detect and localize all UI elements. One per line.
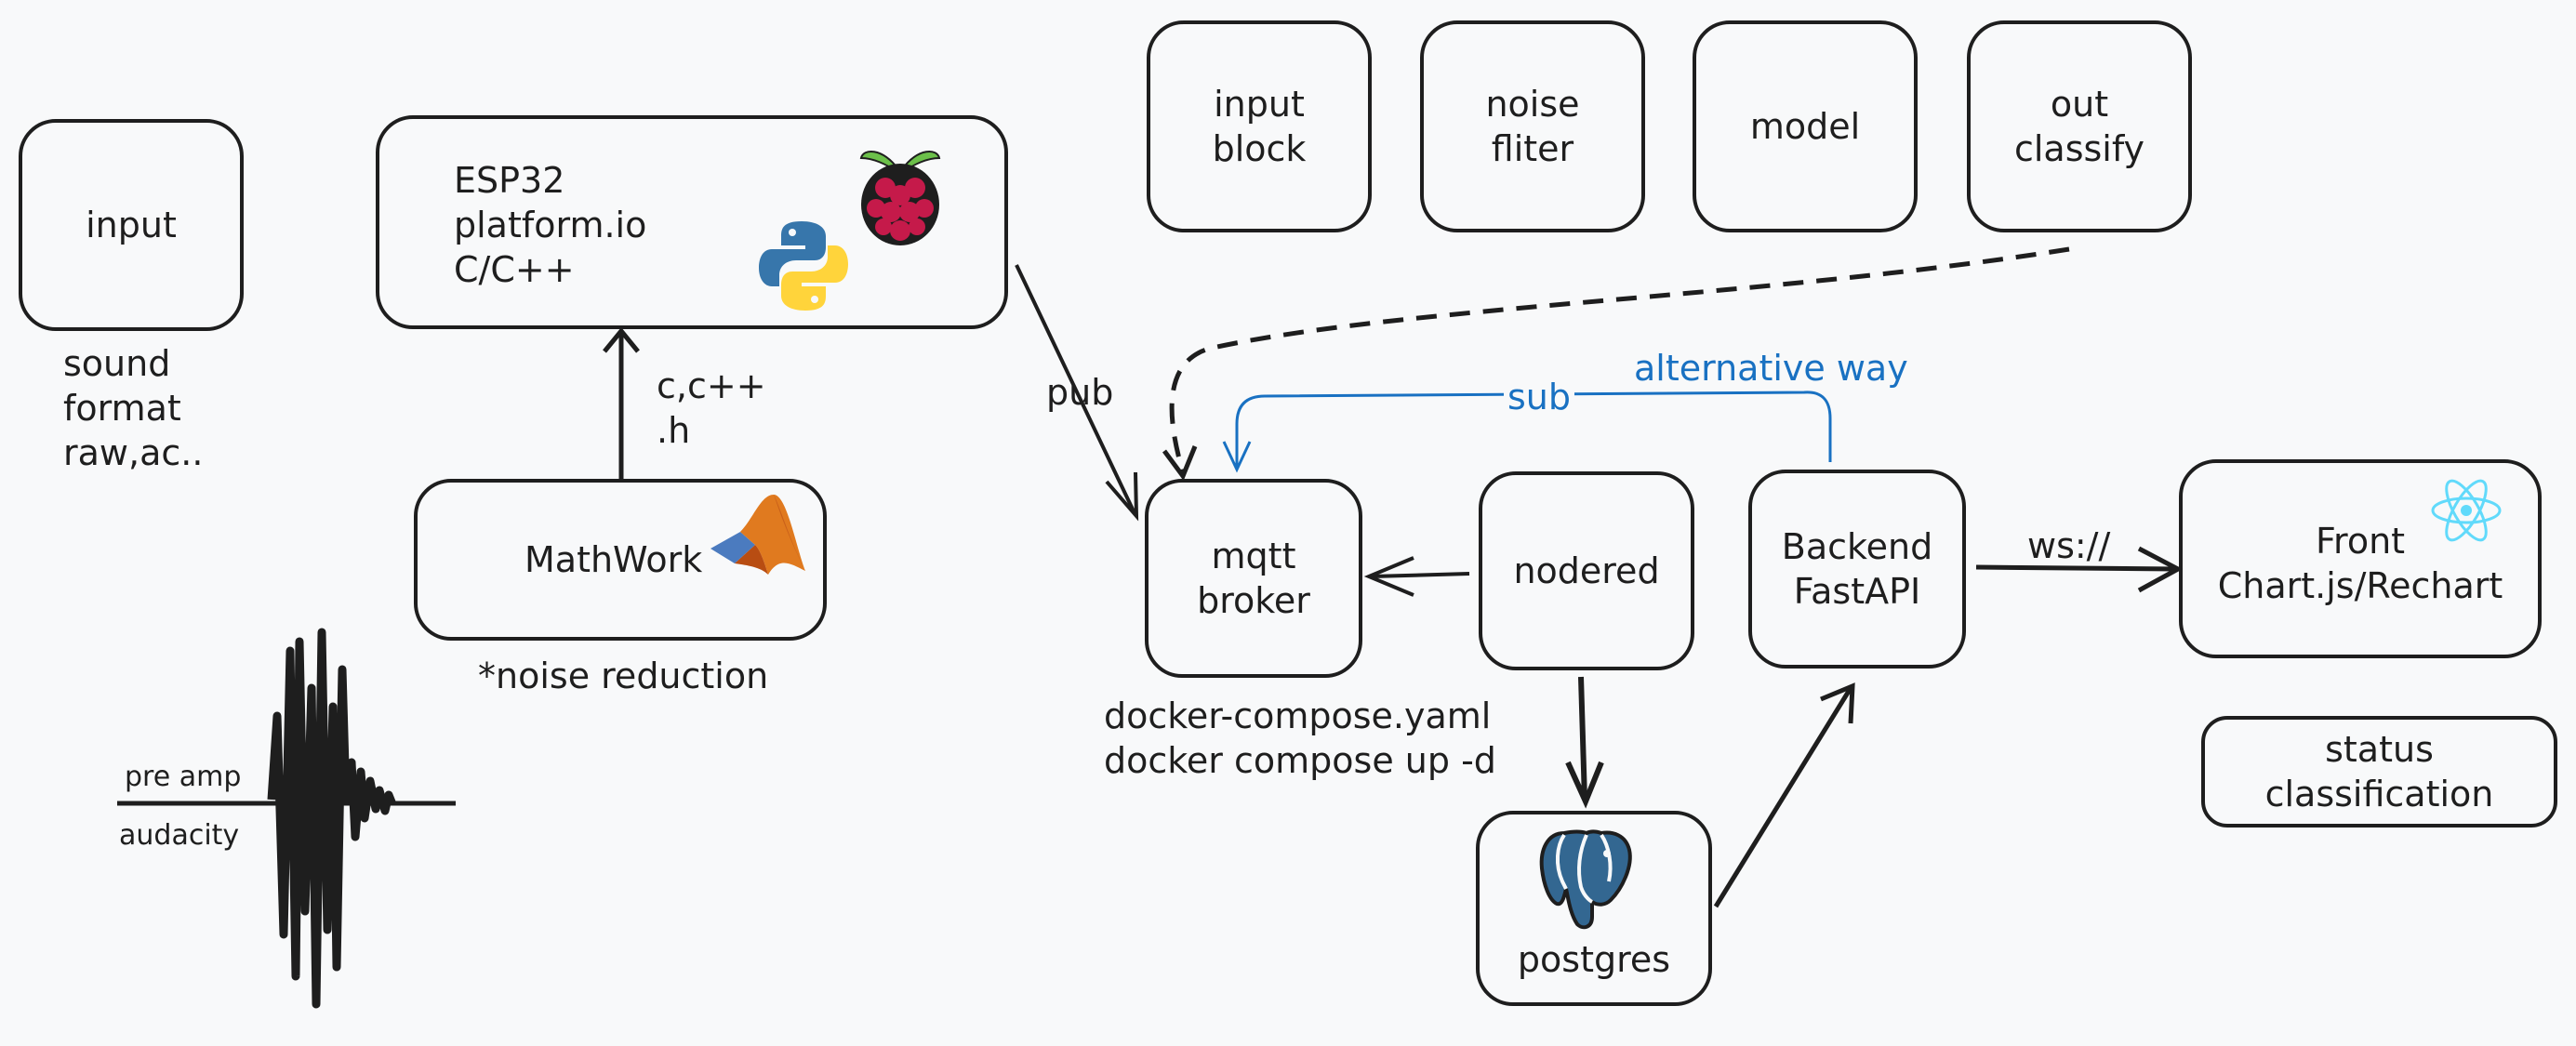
python-logo-icon: [759, 221, 848, 311]
pub-label: pub: [1046, 372, 1114, 413]
arrowhead-mqtt-nodered: [1363, 556, 1414, 597]
arrow-postgres-to-backend: [1713, 686, 1853, 908]
input-node-label: input: [86, 205, 177, 245]
mqtt-broker-node: mqtt broker: [1145, 479, 1362, 678]
nodered-node-label: nodered: [1513, 550, 1660, 591]
arrow-backend-to-front: [1975, 564, 2177, 572]
status-node: status classification: [2201, 716, 2557, 828]
arrow-esp32-to-mqtt: [1015, 264, 1136, 514]
dashed-arrow-classify-to-mqtt: [1169, 246, 2070, 473]
react-logo-icon: [2431, 479, 2502, 542]
nodered-node: nodered: [1479, 471, 1694, 670]
arrowhead-front: [2137, 546, 2184, 593]
input-block-node-label: input block: [1212, 84, 1307, 169]
c-cpp-h-label: c,c++ .h: [657, 365, 766, 451]
arrowhead-mqtt-dashed: [1162, 445, 1198, 482]
waveform-signal: [267, 628, 397, 1009]
blue-arrowhead-mqtt: [1222, 441, 1252, 473]
model-node-label: model: [1749, 106, 1861, 147]
postgres-node: postgres: [1476, 811, 1712, 1006]
front-node-label: Front Chart.js/Rechart: [2217, 521, 2503, 606]
ws-label: ws://: [2027, 525, 2111, 566]
alternative-way-label: alternative way: [1634, 348, 1908, 389]
model-node: model: [1693, 20, 1918, 232]
esp32-node: ESP32 platform.io C/C++: [376, 115, 1008, 329]
noise-filter-node-label: noise fliter: [1485, 84, 1580, 169]
arrow-nodered-to-mqtt: [1371, 572, 1470, 578]
backend-node: Backend FastAPI: [1748, 470, 1966, 669]
audacity-label: audacity: [119, 819, 240, 852]
mathwork-node-label: MathWork: [524, 539, 703, 580]
raspberry-pi-logo-icon: [859, 151, 941, 245]
sub-label: sub: [1504, 375, 1575, 419]
postgres-node-label: postgres: [1517, 939, 1671, 980]
esp32-node-label: ESP32 platform.io C/C++: [454, 160, 647, 290]
mathwork-node: MathWork: [414, 479, 827, 641]
arrowhead-esp32: [603, 327, 640, 353]
matlab-logo-icon: [710, 495, 805, 575]
status-node-label: status classification: [2264, 729, 2494, 814]
out-classify-node-label: out classify: [2013, 84, 2145, 169]
postgresql-elephant-icon: [1539, 829, 1632, 930]
input-node: input: [19, 119, 244, 331]
sound-format-label: sound format raw,ac..: [63, 343, 204, 473]
arrow-nodered-to-postgres: [1578, 676, 1587, 801]
noise-reduction-label: *noise reduction: [478, 655, 769, 696]
out-classify-node: out classify: [1967, 20, 2192, 232]
input-block-node: input block: [1147, 20, 1372, 232]
backend-node-label: Backend FastAPI: [1781, 526, 1933, 612]
arrowhead-postgres: [1565, 761, 1604, 809]
pre-amp-label: pre amp: [125, 761, 242, 793]
mqtt-broker-node-label: mqtt broker: [1197, 536, 1310, 621]
arrowhead-mqtt-pub: [1105, 471, 1139, 522]
front-node: Front Chart.js/Rechart: [2179, 459, 2542, 658]
docker-compose-label: docker-compose.yaml docker compose up -d: [1104, 695, 1496, 781]
arrowhead-backend: [1820, 682, 1855, 724]
noise-filter-node: noise fliter: [1420, 20, 1645, 232]
